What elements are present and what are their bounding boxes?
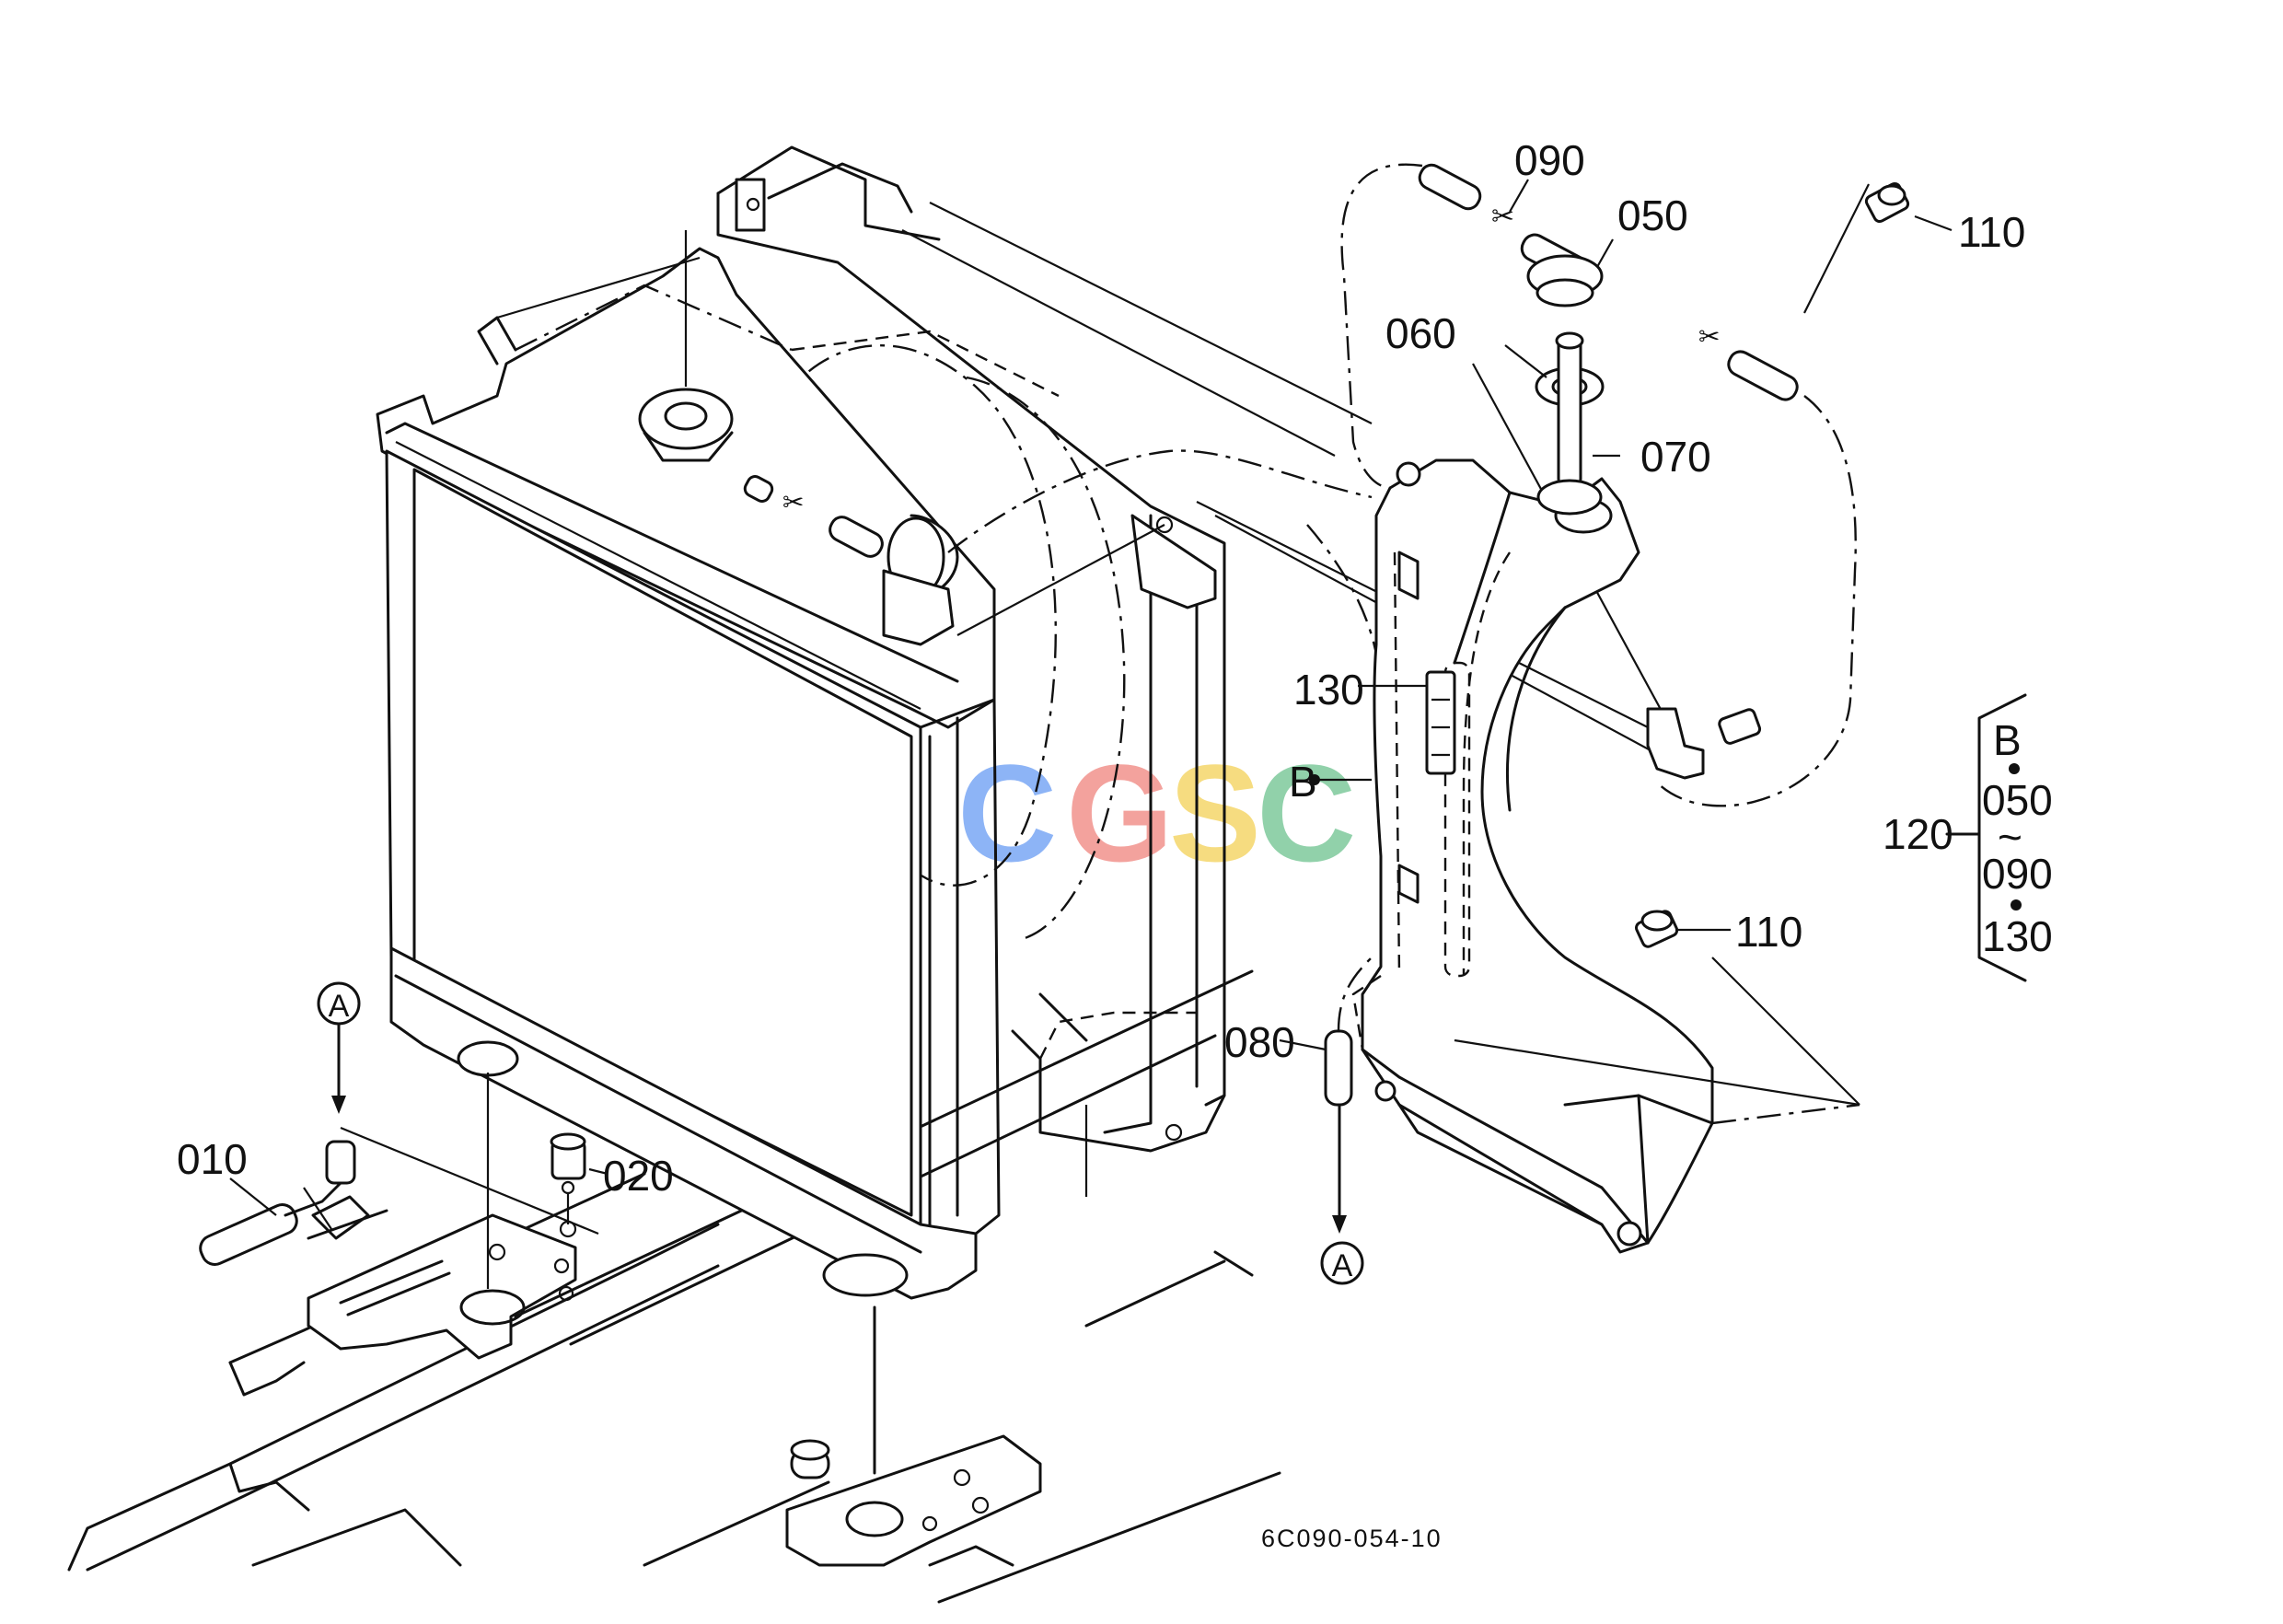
part-050-cap: [1520, 233, 1604, 307]
part-010-drain-cock: [199, 1140, 370, 1267]
callout-130: 130: [1293, 666, 1364, 713]
part-090-hose: ✂: [1340, 163, 1514, 490]
callout-070: 070: [1640, 433, 1711, 481]
kit-bullet-2: [2011, 899, 2022, 911]
callout-b: B: [1289, 758, 1317, 806]
connector-a-top: A: [317, 981, 361, 1114]
callout-110-upper: 110: [1958, 208, 2025, 256]
clip-symbol-left: ✂: [782, 488, 804, 516]
kit-bullet-1: [2009, 763, 2020, 774]
connector-a-bottom-label: A: [1332, 1248, 1353, 1283]
callout-110-lower: 110: [1735, 908, 1802, 956]
reserve-tank: [1351, 458, 1860, 1254]
kit-group-120: 120 B 050 ~ 090 130: [1883, 693, 2053, 982]
connector-a-top-label: A: [329, 989, 350, 1024]
watermark-letter-c1: C: [957, 736, 1057, 890]
watermark-letter-g: G: [1066, 736, 1174, 890]
callout-010: 010: [177, 1135, 248, 1183]
kit-120-label: 120: [1883, 810, 1953, 858]
tank-overflow-fitting: [1646, 707, 1762, 780]
connector-a-bottom: A: [1320, 1103, 1364, 1285]
callout-020: 020: [603, 1152, 674, 1200]
part-020-drain-plug: [550, 1132, 586, 1238]
kit-item-b: B: [1993, 716, 2022, 764]
kit-item-090: 090: [1982, 850, 2053, 898]
part-110-upper-hose: ✂: [1656, 181, 1910, 807]
kit-item-050: 050: [1982, 776, 2053, 824]
watermark-letter-c2: C: [1257, 736, 1356, 890]
callout-labels: 010 020 090 050 060 070 110 110 130 B 08…: [177, 136, 2025, 1200]
fan-shroud: [716, 145, 1226, 1197]
callout-080: 080: [1224, 1018, 1295, 1066]
watermark: C G S C: [957, 736, 1356, 890]
kit-item-130: 130: [1982, 912, 2053, 960]
callout-090: 090: [1514, 136, 1585, 184]
part-110-lower-fitting: [1635, 910, 1679, 948]
radiator: ✂: [376, 230, 1217, 1300]
callout-050: 050: [1617, 191, 1688, 239]
drawing-code: 6C090-054-10: [1261, 1525, 1443, 1552]
clip-symbol-110: ✂: [1698, 322, 1720, 351]
clip-symbol-090: ✂: [1491, 202, 1514, 232]
watermark-letter-s: S: [1169, 736, 1261, 890]
callout-060: 060: [1385, 309, 1456, 357]
drain-mount-plate: [307, 1126, 599, 1240]
part-070-strainer: [1536, 331, 1603, 516]
callout-leaders: [229, 179, 1953, 1216]
kit-item-range: ~: [1998, 813, 2022, 861]
chassis-frame: [67, 969, 1281, 1604]
